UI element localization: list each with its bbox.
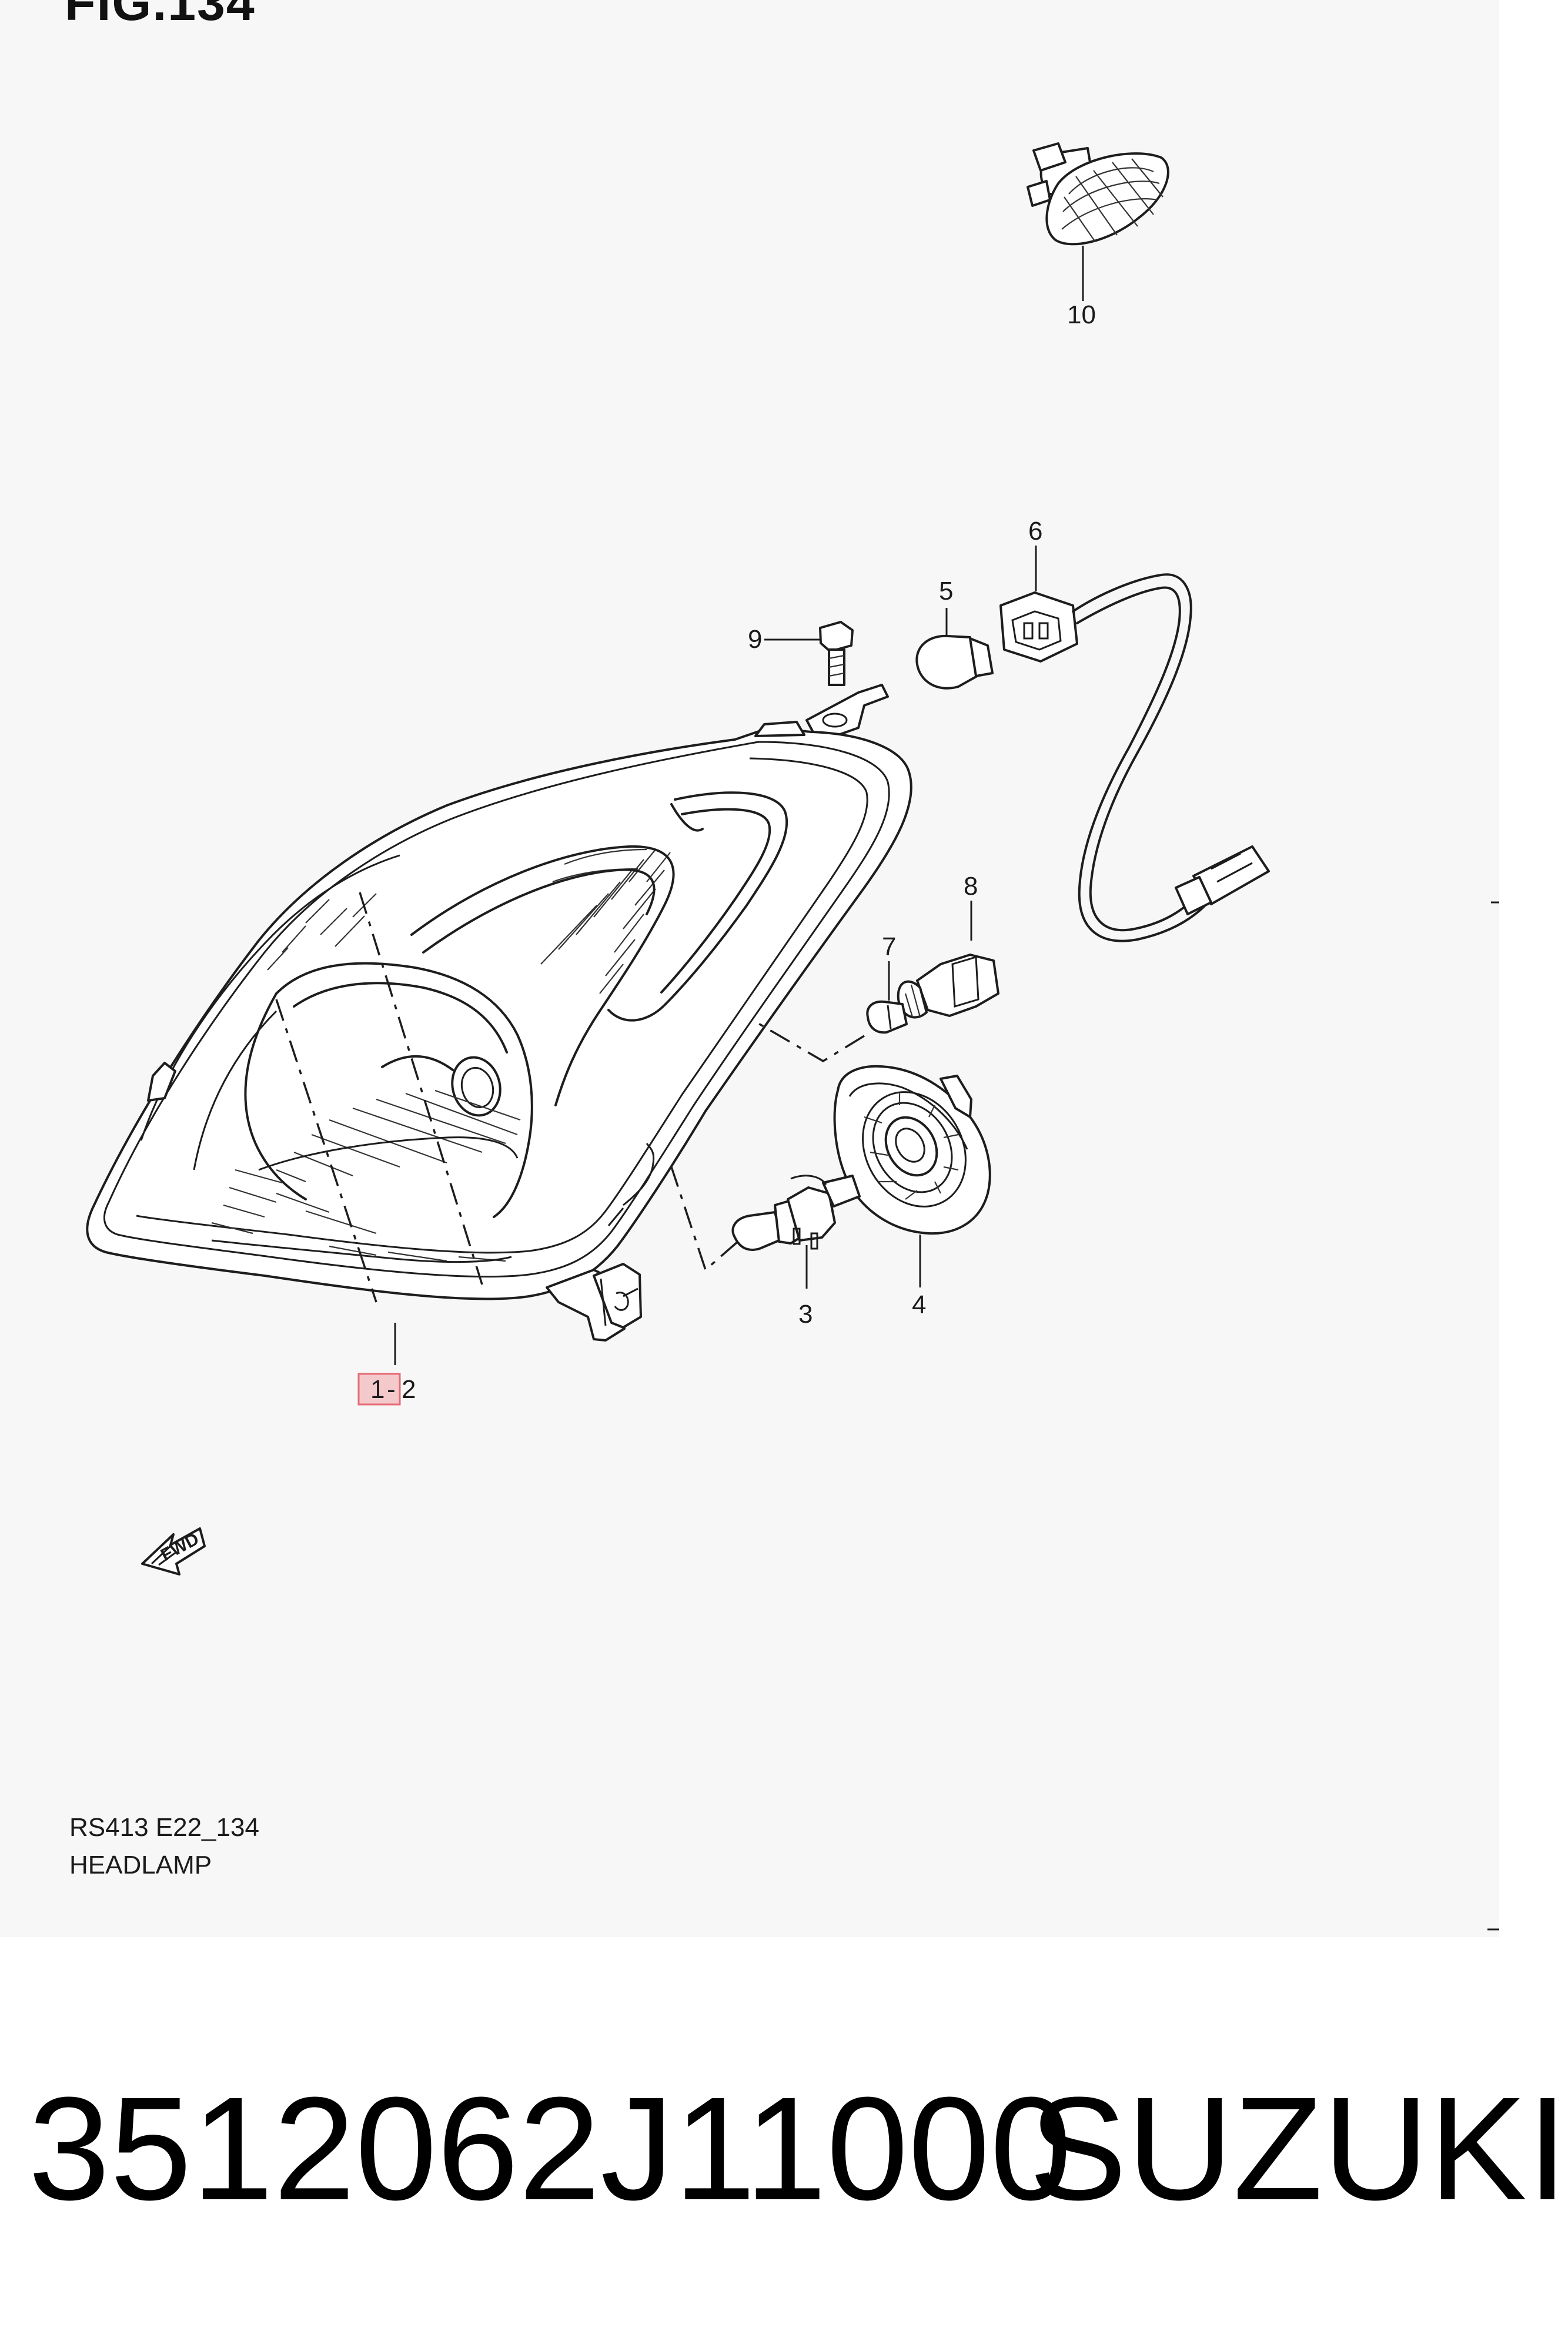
callout-separator: - [387,1375,396,1404]
side-marker-lamp-drawing [1027,142,1169,301]
callout-9[interactable]: 9 [748,625,762,654]
callout-5[interactable]: 5 [939,577,953,606]
dust-cover-drawing [833,1065,991,1287]
callout-10[interactable]: 10 [1067,300,1096,329]
callout-7[interactable]: 7 [882,932,896,961]
headlamp-exploded-diagram: FWD 1 - 2 3 4 5 6 7 8 9 10 [86,142,1499,1931]
callout-4[interactable]: 4 [912,1290,926,1319]
brand-name: SUZUKI [1029,2066,1568,2230]
callout-3[interactable]: 3 [798,1300,813,1329]
model-code: RS413 E22_134 [69,1813,259,1842]
harness-socket-drawing [999,546,1270,942]
headlamp-assembly-drawing [86,721,912,1342]
forward-direction-arrow: FWD [141,1527,206,1576]
callout-8[interactable]: 8 [964,872,978,901]
callout-6[interactable]: 6 [1028,517,1042,546]
footer-caption [0,1937,1499,2328]
diagram-sheet: FWD 1 - 2 3 4 5 6 7 8 9 10 FIG.134 RS413… [65,0,1499,1931]
section-name: HEADLAMP [69,1851,212,1879]
headlamp-bulb-drawing [731,1175,861,1289]
callout-1[interactable]: 1 [370,1375,385,1404]
mounting-screw-drawing [764,621,889,743]
wedge-bulb-drawing [915,608,994,690]
callout-2[interactable]: 2 [402,1375,416,1404]
part-number: 3512062J11000 [28,2066,1072,2230]
figure-title: FIG.134 [65,0,256,31]
position-lamp-socket-drawing [897,901,999,1019]
highlighted-part-marker [357,1373,401,1406]
position-lamp-bulb-drawing [866,961,908,1034]
